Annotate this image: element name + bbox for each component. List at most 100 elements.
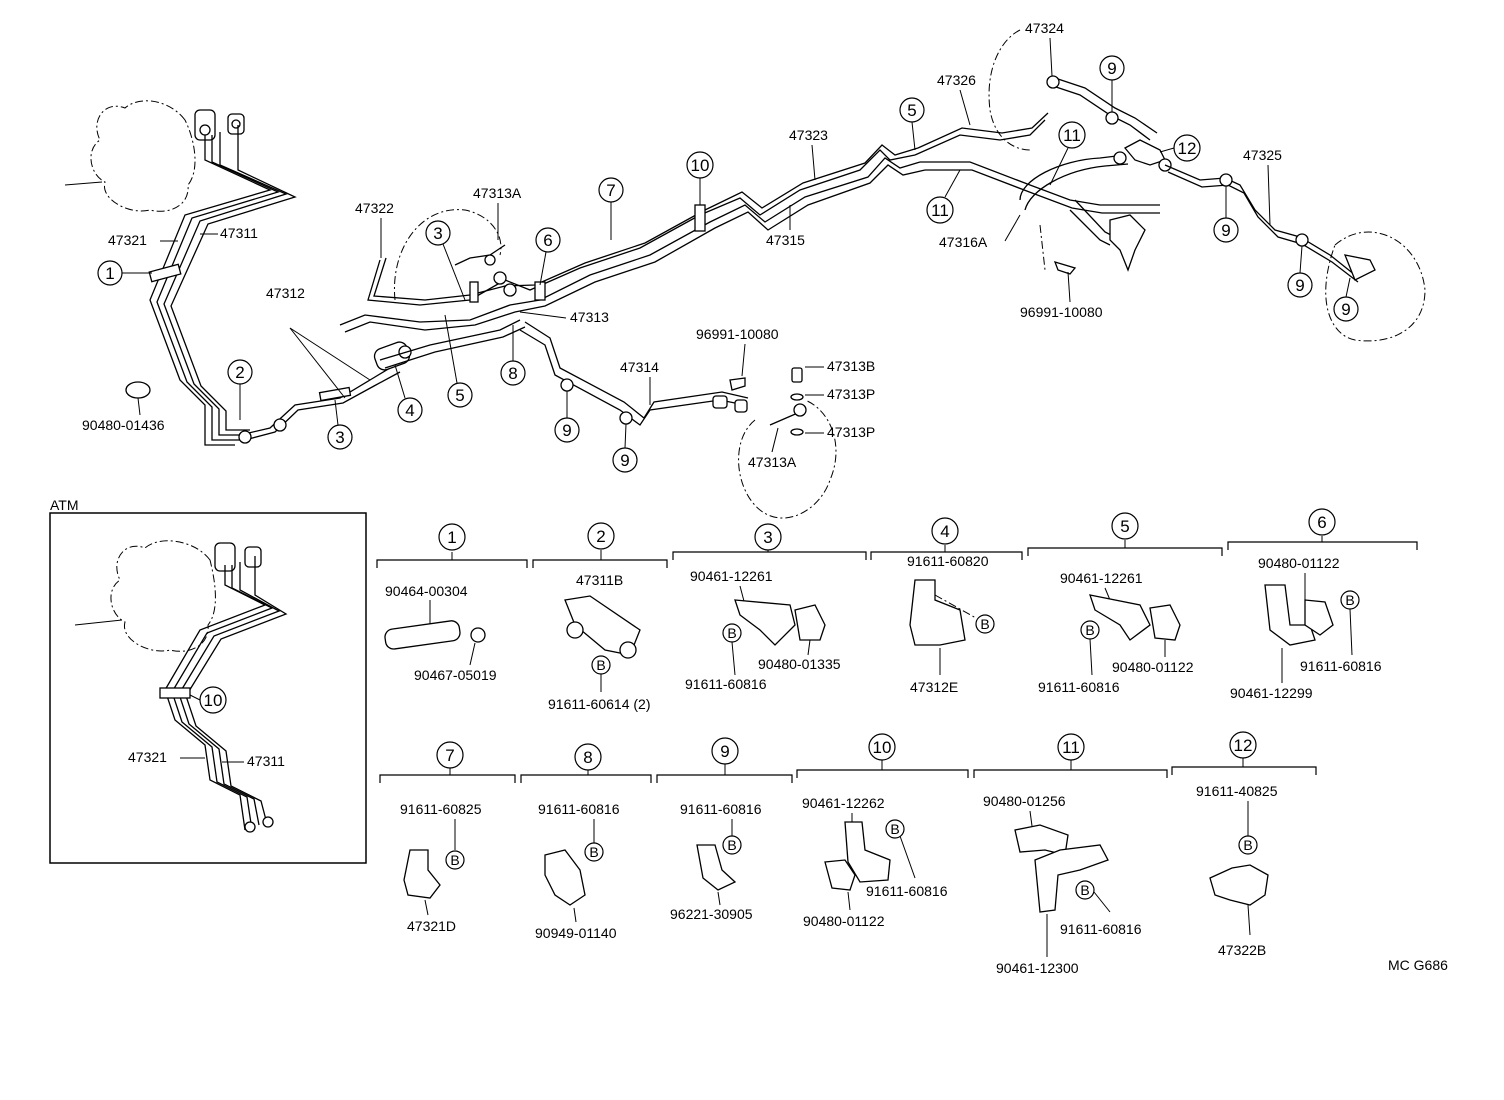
svg-text:2: 2 (235, 363, 244, 382)
pipe-47312 (238, 364, 401, 444)
svg-text:91611-60816: 91611-60816 (680, 801, 762, 817)
svg-text:5: 5 (907, 101, 916, 120)
callout-5-main-a: 5 (444, 314, 473, 408)
svg-text:90480-01122: 90480-01122 (803, 913, 885, 929)
callout-11-right-b: 11 (926, 169, 961, 224)
atm-frame (49, 512, 367, 864)
group-6: 6 90480-01122 B 91611-60816 90461-12299 (1227, 508, 1418, 701)
callout-9-right-d: 9 (1333, 277, 1359, 322)
atm-callout-10: 10 (189, 686, 227, 714)
callout-3-main-b: 3 (327, 399, 353, 450)
group-12: 12 91611-40825 B 47322B (1171, 731, 1317, 958)
callout-12-right: 12 (1159, 134, 1201, 162)
svg-text:B: B (589, 844, 598, 860)
svg-text:12: 12 (1234, 736, 1253, 755)
group-7: 7 91611-60825 B 47321D (379, 741, 516, 934)
label-96991-10080-mid: 96991-10080 (696, 326, 779, 342)
svg-text:6: 6 (1317, 513, 1326, 532)
callout-10-main: 10 (686, 151, 714, 205)
svg-text:5: 5 (455, 386, 464, 405)
svg-text:91611-60816: 91611-60816 (538, 801, 620, 817)
svg-text:9: 9 (1341, 300, 1350, 319)
svg-text:90464-00304: 90464-00304 (385, 583, 468, 599)
svg-text:91611-60816: 91611-60816 (685, 676, 767, 692)
svg-text:91611-60820: 91611-60820 (907, 553, 989, 569)
svg-text:47322B: 47322B (1218, 942, 1266, 958)
svg-text:4: 4 (940, 522, 949, 541)
svg-text:10: 10 (873, 738, 892, 757)
pipe-47321-47311 (148, 125, 297, 446)
svg-text:10: 10 (204, 691, 223, 710)
group-9: 9 91611-60816 B 96221-30905 (656, 737, 793, 922)
callout-9-right-b: 9 (1213, 186, 1239, 243)
svg-text:47311B: 47311B (576, 572, 623, 588)
pipe-47314 (519, 321, 749, 426)
callout-7-main: 7 (598, 177, 624, 240)
svg-text:1: 1 (105, 264, 114, 283)
label-47326: 47326 (937, 72, 976, 88)
grommet-90480-01436-drawing (125, 381, 151, 399)
group-2: 2 47311B B 91611-60614 (2) (532, 522, 668, 712)
master-cylinder-booster-drawing (64, 100, 245, 212)
svg-text:6: 6 (543, 231, 552, 250)
label-47316A: 47316A (939, 234, 988, 250)
callout-6-main: 6 (535, 227, 561, 286)
label-96991-10080-right: 96991-10080 (1020, 304, 1103, 320)
callout-4-main: 4 (394, 364, 423, 423)
svg-text:2: 2 (596, 527, 605, 546)
label-47311: 47311 (220, 225, 258, 241)
center-pipes (339, 144, 926, 369)
callout-11-right-a: 11 (1049, 121, 1086, 186)
svg-text:3: 3 (763, 528, 772, 547)
svg-text:3: 3 (433, 224, 442, 243)
svg-text:90480-01256: 90480-01256 (983, 793, 1066, 809)
label-47322: 47322 (355, 200, 394, 216)
svg-text:9: 9 (620, 451, 629, 470)
svg-text:91611-60825: 91611-60825 (400, 801, 482, 817)
label-47313A-top: 47313A (473, 185, 522, 201)
svg-text:7: 7 (606, 181, 615, 200)
label-47315: 47315 (766, 232, 805, 248)
label-47314: 47314 (620, 359, 659, 375)
svg-text:1: 1 (447, 528, 456, 547)
svg-text:9: 9 (720, 742, 729, 761)
svg-text:9: 9 (1295, 276, 1304, 295)
svg-text:B: B (1243, 837, 1252, 853)
label-90480-01436: 90480-01436 (82, 417, 165, 433)
svg-text:11: 11 (1062, 738, 1080, 757)
atm-title: ATM (50, 497, 79, 513)
label-47324: 47324 (1025, 20, 1064, 36)
svg-text:3: 3 (335, 428, 344, 447)
right-junction-drawing (914, 29, 1426, 342)
callout-1-main: 1 (97, 260, 152, 286)
svg-text:90480-01335: 90480-01335 (758, 656, 841, 672)
svg-text:B: B (980, 616, 989, 632)
svg-text:47312E: 47312E (910, 679, 958, 695)
label-47313B: 47313B (827, 358, 875, 374)
callout-9-main-b: 9 (612, 423, 638, 473)
label-47313: 47313 (570, 309, 609, 325)
group-1: 1 90464-00304 90467-05019 (376, 523, 528, 683)
svg-text:91611-60816: 91611-60816 (866, 883, 948, 899)
label-47312: 47312 (266, 285, 305, 301)
label-47313P-b: 47313P (827, 424, 875, 440)
svg-text:91611-60816: 91611-60816 (1060, 921, 1142, 937)
diagram-code: MC G686 (1388, 957, 1448, 973)
svg-text:B: B (1345, 592, 1354, 608)
svg-text:B: B (1080, 882, 1089, 898)
svg-text:B: B (596, 657, 605, 673)
group-3: 3 90461-12261 B 90480-01335 91611-60816 (672, 523, 867, 692)
group-10: 10 90461-12262 B 91611-60816 90480-01122 (796, 733, 969, 929)
label-47325: 47325 (1243, 147, 1282, 163)
svg-text:91611-60816: 91611-60816 (1038, 679, 1120, 695)
atm-label-47321: 47321 (128, 749, 167, 765)
svg-text:B: B (1085, 622, 1094, 638)
svg-text:90480-01122: 90480-01122 (1112, 659, 1194, 675)
svg-text:9: 9 (562, 421, 571, 440)
svg-text:90461-12299: 90461-12299 (1230, 685, 1313, 701)
label-47323: 47323 (789, 127, 828, 143)
svg-text:90461-12300: 90461-12300 (996, 960, 1079, 976)
svg-text:9: 9 (1107, 59, 1116, 78)
svg-text:9: 9 (1221, 221, 1230, 240)
svg-text:90467-05019: 90467-05019 (414, 667, 497, 683)
